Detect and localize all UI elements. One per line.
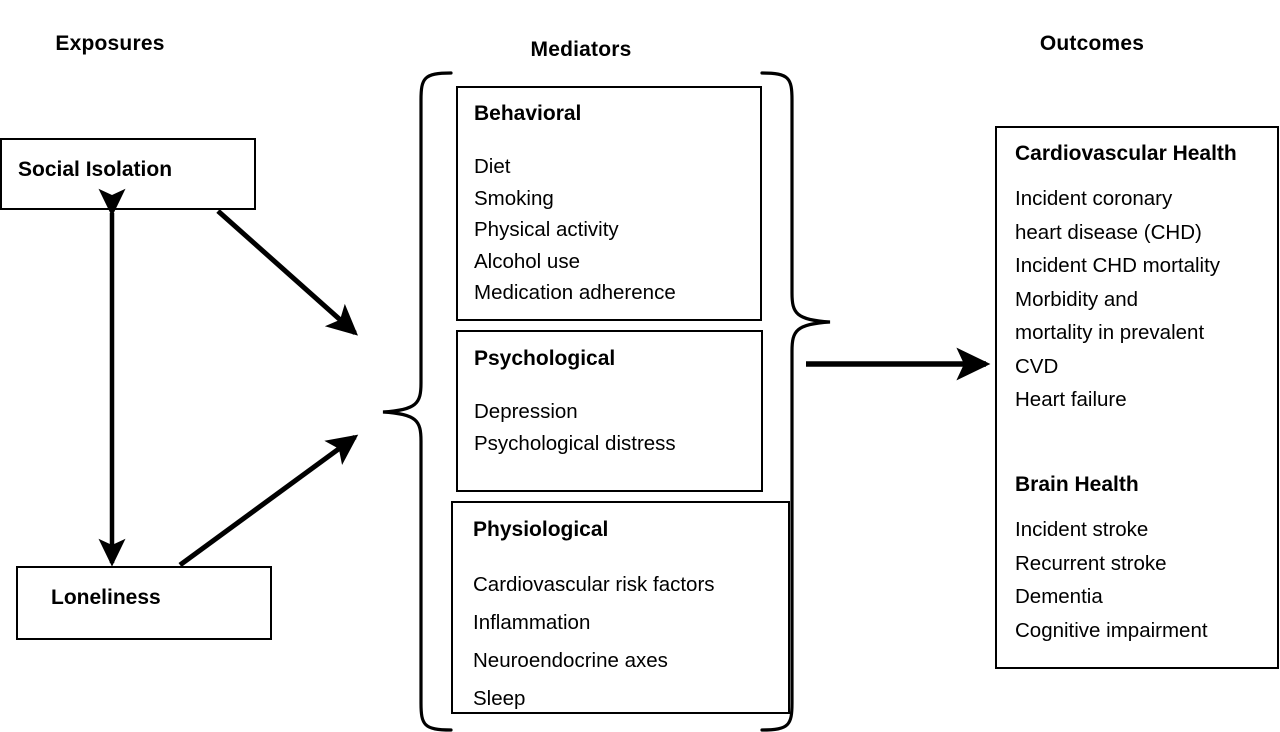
- outcome-item: Dementia: [1015, 585, 1103, 608]
- mediator-physiological-title: Physiological: [473, 518, 609, 541]
- mediator-item: Alcohol use: [474, 249, 580, 273]
- mediator-item: Psychological distress: [474, 431, 676, 455]
- outcomes-brain-title: Brain Health: [1015, 473, 1139, 496]
- node-social-isolation: Social Isolation: [0, 138, 256, 210]
- mediator-item: Cardiovascular risk factors: [473, 573, 715, 596]
- outcome-item: Incident coronary: [1015, 187, 1173, 210]
- mediator-item: Physical activity: [474, 218, 619, 241]
- node-mediator-physiological: Physiological Cardiovascular risk factor…: [451, 501, 790, 714]
- outcomes-cardiovascular-title: Cardiovascular Health: [1015, 142, 1237, 165]
- mediator-psychological-title: Psychological: [474, 347, 616, 370]
- outcome-item: Morbidity and: [1015, 287, 1139, 311]
- mediator-item: Depression: [474, 400, 578, 423]
- outcome-item: heart disease (CHD): [1015, 220, 1202, 244]
- mediator-item: Inflammation: [473, 611, 591, 634]
- column-heading-outcomes: Outcomes: [1039, 32, 1145, 55]
- node-social-isolation-label: Social Isolation: [18, 158, 173, 181]
- outcome-item: mortality in prevalent: [1015, 321, 1205, 344]
- column-heading-mediators: Mediators: [530, 38, 632, 61]
- node-loneliness-label: Loneliness: [51, 586, 161, 609]
- node-outcomes: Cardiovascular Health Incident coronary h…: [995, 126, 1279, 669]
- arrow-social-isolation-to-mediators: [216, 209, 358, 336]
- mediator-item: Neuroendocrine axes: [473, 649, 668, 672]
- mediator-item: Medication adherence: [474, 281, 676, 304]
- mediator-item: Sleep: [473, 687, 526, 710]
- outcome-item: Incident stroke: [1015, 518, 1149, 541]
- mediator-item: Smoking: [474, 186, 554, 210]
- outcome-item: Heart failure: [1015, 388, 1127, 411]
- outcomes-group-cardiovascular: Cardiovascular Health Incident coronary h…: [1015, 142, 1237, 417]
- mediator-behavioral-title: Behavioral: [474, 102, 582, 125]
- mediator-item: Diet: [474, 155, 511, 178]
- node-loneliness: Loneliness: [16, 566, 272, 640]
- outcome-item: Recurrent stroke: [1015, 551, 1167, 575]
- outcome-item: Incident CHD mortality: [1015, 254, 1221, 277]
- arrow-loneliness-to-mediators: [178, 434, 359, 568]
- brace-left-mediators: [382, 71, 453, 732]
- column-heading-exposures: Exposures: [55, 32, 165, 55]
- outcome-item: Cognitive impairment: [1015, 618, 1208, 642]
- outcome-item: CVD: [1015, 354, 1059, 378]
- outcomes-cardiovascular-items: Incident coronary heart disease (CHD) Inci…: [1015, 182, 1237, 417]
